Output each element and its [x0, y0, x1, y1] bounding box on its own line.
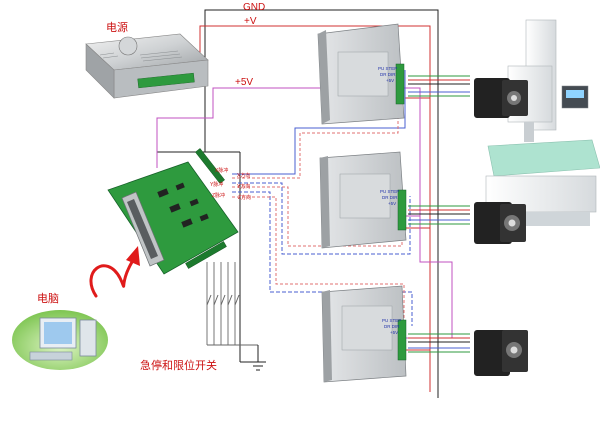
board-terminals — [185, 148, 227, 269]
y-step-wire — [232, 182, 411, 255]
driver-terminal: +5V — [390, 330, 398, 335]
motor-body — [474, 330, 510, 376]
board-db25-inner — [127, 199, 158, 259]
mill-control-screen — [566, 90, 584, 98]
psu-fan — [118, 36, 138, 56]
limit-switch-icon — [234, 294, 240, 306]
ground-icon — [250, 345, 266, 371]
driver-terminal: +5V — [388, 201, 396, 206]
stepper-driver-y: PU STEP DR DIR +5V — [319, 151, 407, 249]
motor-shaft — [511, 95, 517, 101]
psu-label: 电源 — [106, 20, 128, 34]
cnc-mill — [485, 19, 600, 226]
driver-terminal: PU STEP — [380, 189, 399, 194]
driver-terminal-block — [397, 189, 407, 231]
driver-terminal: +5V — [386, 78, 394, 83]
x-dir-wire — [232, 78, 399, 179]
signal-label: X方向 — [237, 172, 250, 179]
motor-wires — [408, 75, 470, 353]
driver-terminal: DR DIR — [384, 324, 400, 329]
driver-heatsink — [318, 30, 330, 124]
vplus-label: +V — [244, 16, 257, 27]
power-supply: 电源 — [85, 20, 209, 99]
driver-terminal: DR DIR — [382, 195, 398, 200]
limit-switch-icon — [220, 294, 226, 306]
stepper-motor-y — [474, 202, 526, 244]
gnd-label: GND — [243, 2, 265, 13]
switch-wires — [206, 262, 236, 345]
signal-label: Y方向 — [237, 183, 250, 190]
v5-rail — [156, 87, 421, 216]
driver-terminal-block — [395, 63, 405, 105]
stepper-motor-z — [474, 330, 528, 376]
breakout-board — [107, 148, 239, 275]
z-dir-wire — [232, 196, 405, 332]
driver-terminal: PU STEP — [378, 66, 397, 71]
driver-heatsink — [320, 156, 330, 248]
computer-keyboard — [29, 351, 73, 361]
switches-label: 急停和限位开关 — [140, 358, 217, 372]
mill-spindle — [524, 122, 534, 142]
psu-side — [85, 43, 115, 99]
stepper-driver-z: PU STEP DR DIR +5V — [321, 285, 407, 383]
limit-switch-icon — [227, 294, 233, 306]
psu-terminal-strip — [137, 72, 195, 89]
driver-label-plate — [339, 173, 391, 219]
limit-switch-icon — [206, 294, 212, 306]
computer-screen — [44, 322, 72, 344]
driver-terminal: DR DIR — [380, 72, 396, 77]
v5-label: +5V — [235, 77, 253, 88]
limit-switch-icon — [213, 294, 219, 306]
stepper-driver-x: PU STEP DR DIR +5V — [317, 23, 405, 125]
cable-arrowhead — [126, 246, 140, 266]
limit-switches — [206, 294, 258, 346]
signal-label: Z方向 — [238, 194, 251, 201]
stepper-motor-x — [474, 78, 528, 118]
board-chips — [157, 182, 209, 228]
driver-heatsink — [322, 290, 332, 382]
board-signal-labels: X脉冲 X方向 Y脉冲 Y方向 Z脉冲 Z方向 — [210, 167, 251, 201]
driver-label-plate — [337, 51, 389, 97]
computer-label: 电脑 — [37, 292, 59, 305]
driver-label-plate — [341, 305, 393, 351]
driver-terminal: PU STEP — [382, 318, 401, 323]
mill-table — [487, 139, 600, 177]
z-step-wire — [232, 191, 413, 326]
psu-vents — [99, 50, 183, 62]
motor-body — [474, 78, 510, 118]
x-step-wire — [232, 70, 406, 175]
signal-label: X脉冲 — [215, 167, 228, 174]
computer: 电脑 — [12, 292, 108, 370]
computer-tower — [79, 319, 97, 357]
motor-shaft — [508, 219, 516, 227]
signal-label: Z脉冲 — [212, 192, 225, 199]
signal-label: Y脉冲 — [210, 181, 223, 188]
signal-wires — [232, 70, 413, 332]
cable-arrow — [89, 260, 134, 298]
motor-shaft — [510, 346, 518, 354]
driver-terminal-block — [397, 319, 407, 361]
